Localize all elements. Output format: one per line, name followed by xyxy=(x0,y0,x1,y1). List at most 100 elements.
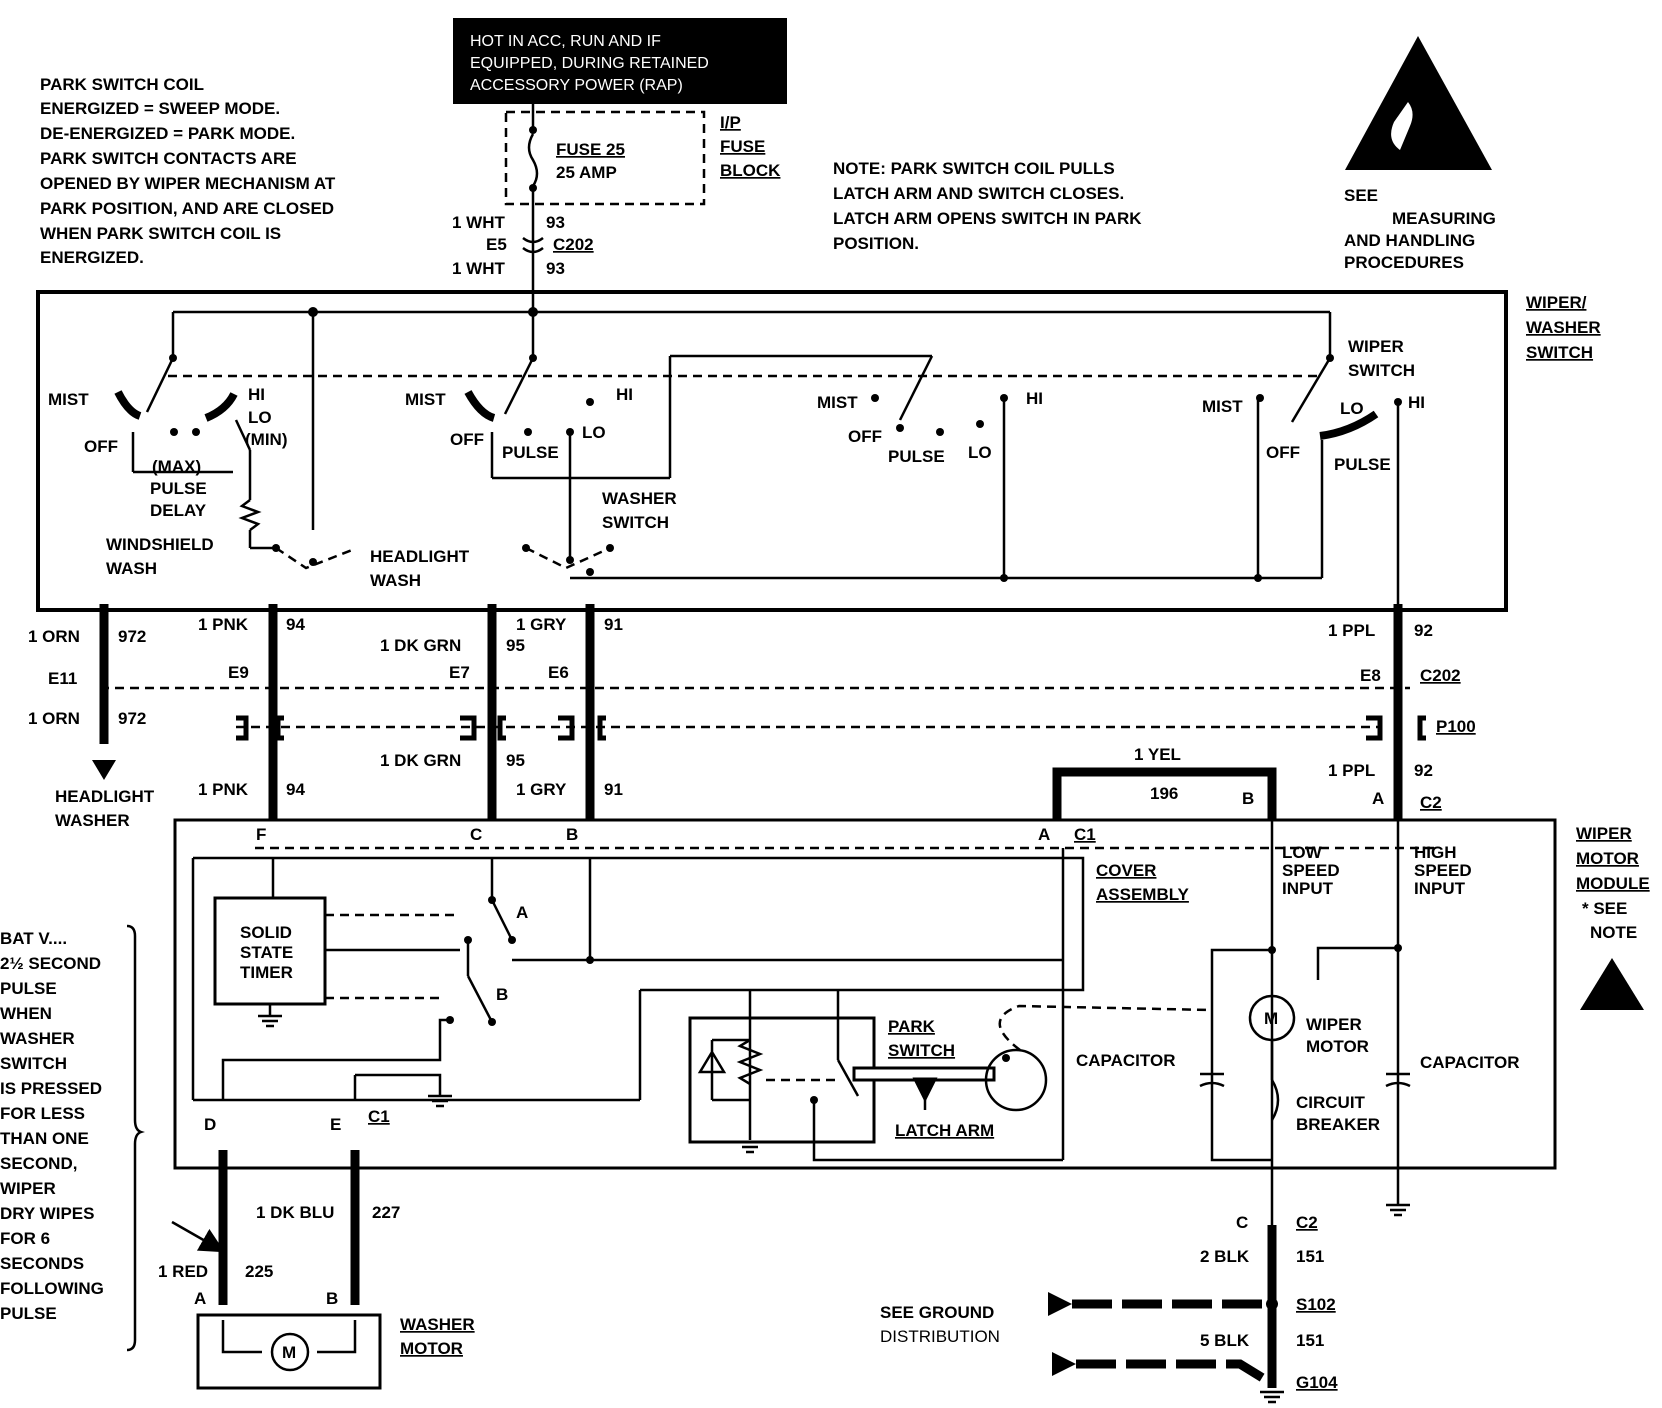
contact-b: B xyxy=(496,985,508,1004)
pins-de: D E C1 xyxy=(204,1107,390,1134)
high-speed-label: SPEED xyxy=(1414,861,1472,880)
esd-line: MEASURING xyxy=(1392,209,1496,228)
harness-94: 1 PNK 94 E9 1 PNK 94 xyxy=(198,604,305,820)
c1b: C1 xyxy=(368,1107,390,1126)
park-coil-note-line: PARK POSITION, AND ARE CLOSED xyxy=(40,199,334,218)
relay-contacts: A B xyxy=(221,848,1065,1160)
off-label: OFF xyxy=(450,430,484,449)
washer-motor: M WASHER MOTOR xyxy=(196,1313,475,1390)
c95b: 95 xyxy=(506,751,525,770)
c225: 225 xyxy=(245,1262,273,1281)
lo-min-label: (MIN) xyxy=(245,430,287,449)
esd-notice: SEE MEASURING AND HANDLING PROCEDURES xyxy=(1344,36,1496,272)
harness-95: 1 DK GRN 95 E7 1 DK GRN 95 xyxy=(380,604,525,820)
ground-harness: C C2 2 BLK 151 S102 5 BLK 151 G104 SEE G… xyxy=(880,1213,1338,1404)
wws-label: SWITCH xyxy=(1526,343,1593,362)
circuit-breaker-label: CIRCUIT xyxy=(1296,1093,1366,1112)
c151a: 151 xyxy=(1296,1247,1324,1266)
wm-pin-a: A xyxy=(194,1289,206,1308)
pulse-note-line: FOR 6 xyxy=(0,1229,50,1248)
low-speed-label: SPEED xyxy=(1282,861,1340,880)
w972a: 1 ORN xyxy=(28,627,80,646)
pulse-note-line: 2½ SECOND xyxy=(0,954,101,973)
c91b: 91 xyxy=(604,780,623,799)
park-coil-note-line: DE-ENERGIZED = PARK MODE. xyxy=(40,124,295,143)
connector-e5: E5 xyxy=(486,235,507,254)
sst-label: SOLID xyxy=(240,923,292,942)
hi-label: HI xyxy=(1026,389,1043,408)
pulse-label: PULSE xyxy=(888,447,945,466)
low-speed-label: LOW xyxy=(1282,843,1323,862)
headlight-washer-label: WASHER xyxy=(55,811,130,830)
e11: E11 xyxy=(48,669,77,688)
w225: 1 RED xyxy=(158,1262,208,1281)
c972a: 972 xyxy=(118,627,146,646)
hot-line-1: HOT IN ACC, RUN AND IF xyxy=(470,33,661,50)
pulse-note-line: FOLLOWING xyxy=(0,1279,104,1298)
pulse-note-line: PULSE xyxy=(0,1304,57,1323)
pulse-note-line: PULSE xyxy=(0,979,57,998)
washer-switch-label: SWITCH xyxy=(602,513,669,532)
switch-section-2: MIST OFF HI LO PULSE WASHER SWITCH xyxy=(405,354,932,576)
switch-section-3: MIST OFF HI LO PULSE xyxy=(817,355,1043,582)
see-note: NOTE xyxy=(1590,923,1637,942)
harness-972: 1 ORN 972 E11 1 ORN 972 HEADLIGHT WASHER xyxy=(28,604,155,830)
contact-a: A xyxy=(516,903,528,922)
w972b: 1 ORN xyxy=(28,709,80,728)
c196: 196 xyxy=(1150,784,1178,803)
hi-label: HI xyxy=(248,385,265,404)
pulse-note-line: SWITCH xyxy=(0,1054,67,1073)
w151b: 5 BLK xyxy=(1200,1331,1250,1350)
fuse-name: FUSE 25 xyxy=(556,140,625,159)
low-speed-label: INPUT xyxy=(1282,879,1334,898)
park-coil-note: PARK SWITCH COIL ENERGIZED = SWEEP MODE.… xyxy=(40,75,336,267)
c972b: 972 xyxy=(118,709,146,728)
wiper-washer-switch-box: WIPER/ WASHER SWITCH xyxy=(36,290,1601,612)
capacitor-label: CAPACITOR xyxy=(1076,1051,1176,1070)
wire-93-color-bottom: 1 WHT xyxy=(452,259,506,278)
latch-note-line: LATCH ARM OPENS SWITCH IN PARK xyxy=(833,209,1142,228)
washer-motor-label: WASHER xyxy=(400,1315,475,1334)
g104: G104 xyxy=(1296,1373,1338,1392)
connector-c202-top: C202 xyxy=(553,235,594,254)
c151b: 151 xyxy=(1296,1331,1324,1350)
pulse-note-line: FOR LESS xyxy=(0,1104,85,1123)
w91b: 1 GRY xyxy=(516,780,567,799)
mist-label: MIST xyxy=(1202,397,1243,416)
c94b: 94 xyxy=(286,780,305,799)
lo-label: LO xyxy=(968,443,992,462)
esd-small-icon xyxy=(1580,958,1644,1010)
pulse-note-line: WIPER xyxy=(0,1179,56,1198)
high-speed-label: INPUT xyxy=(1414,879,1466,898)
c202b: C202 xyxy=(1420,666,1461,685)
mist-label: MIST xyxy=(817,393,858,412)
lo-label: LO xyxy=(582,423,606,442)
capacitor-label: CAPACITOR xyxy=(1420,1053,1520,1072)
wiper-motor-label: MOTOR xyxy=(1306,1037,1369,1056)
pulse-note-line: IS PRESSED xyxy=(0,1079,102,1098)
s102: S102 xyxy=(1296,1295,1336,1314)
circuit-breaker-label: BREAKER xyxy=(1296,1115,1380,1134)
park-coil-note-line: ENERGIZED. xyxy=(40,248,144,267)
latch-note-line: LATCH ARM AND SWITCH CLOSES. xyxy=(833,184,1124,203)
wmm-label: MOTOR xyxy=(1576,849,1639,868)
w196: 1 YEL xyxy=(1134,745,1181,764)
wire-93-color-top: 1 WHT xyxy=(452,213,506,232)
fuse-block: FUSE 25 25 AMP I/P FUSE BLOCK xyxy=(504,104,781,206)
switch-section-4: WIPER SWITCH MIST OFF LO HI PULSE xyxy=(570,337,1425,612)
w92b: 1 PPL xyxy=(1328,761,1375,780)
mist-label: MIST xyxy=(48,390,89,409)
off-label: OFF xyxy=(848,427,882,446)
c92a: 92 xyxy=(1414,621,1433,640)
see-note: * SEE xyxy=(1582,899,1627,918)
w91a: 1 GRY xyxy=(516,615,567,634)
wws-label: WASHER xyxy=(1526,318,1601,337)
pin-b2: B xyxy=(566,825,578,844)
wmm-label: MODULE xyxy=(1576,874,1650,893)
sst-label: STATE xyxy=(240,943,293,962)
pulse-delay-label: PULSE xyxy=(150,479,207,498)
esd-line: PROCEDURES xyxy=(1344,253,1464,272)
park-coil-note-line: OPENED BY WIPER MECHANISM AT xyxy=(40,174,336,193)
c91a: 91 xyxy=(604,615,623,634)
